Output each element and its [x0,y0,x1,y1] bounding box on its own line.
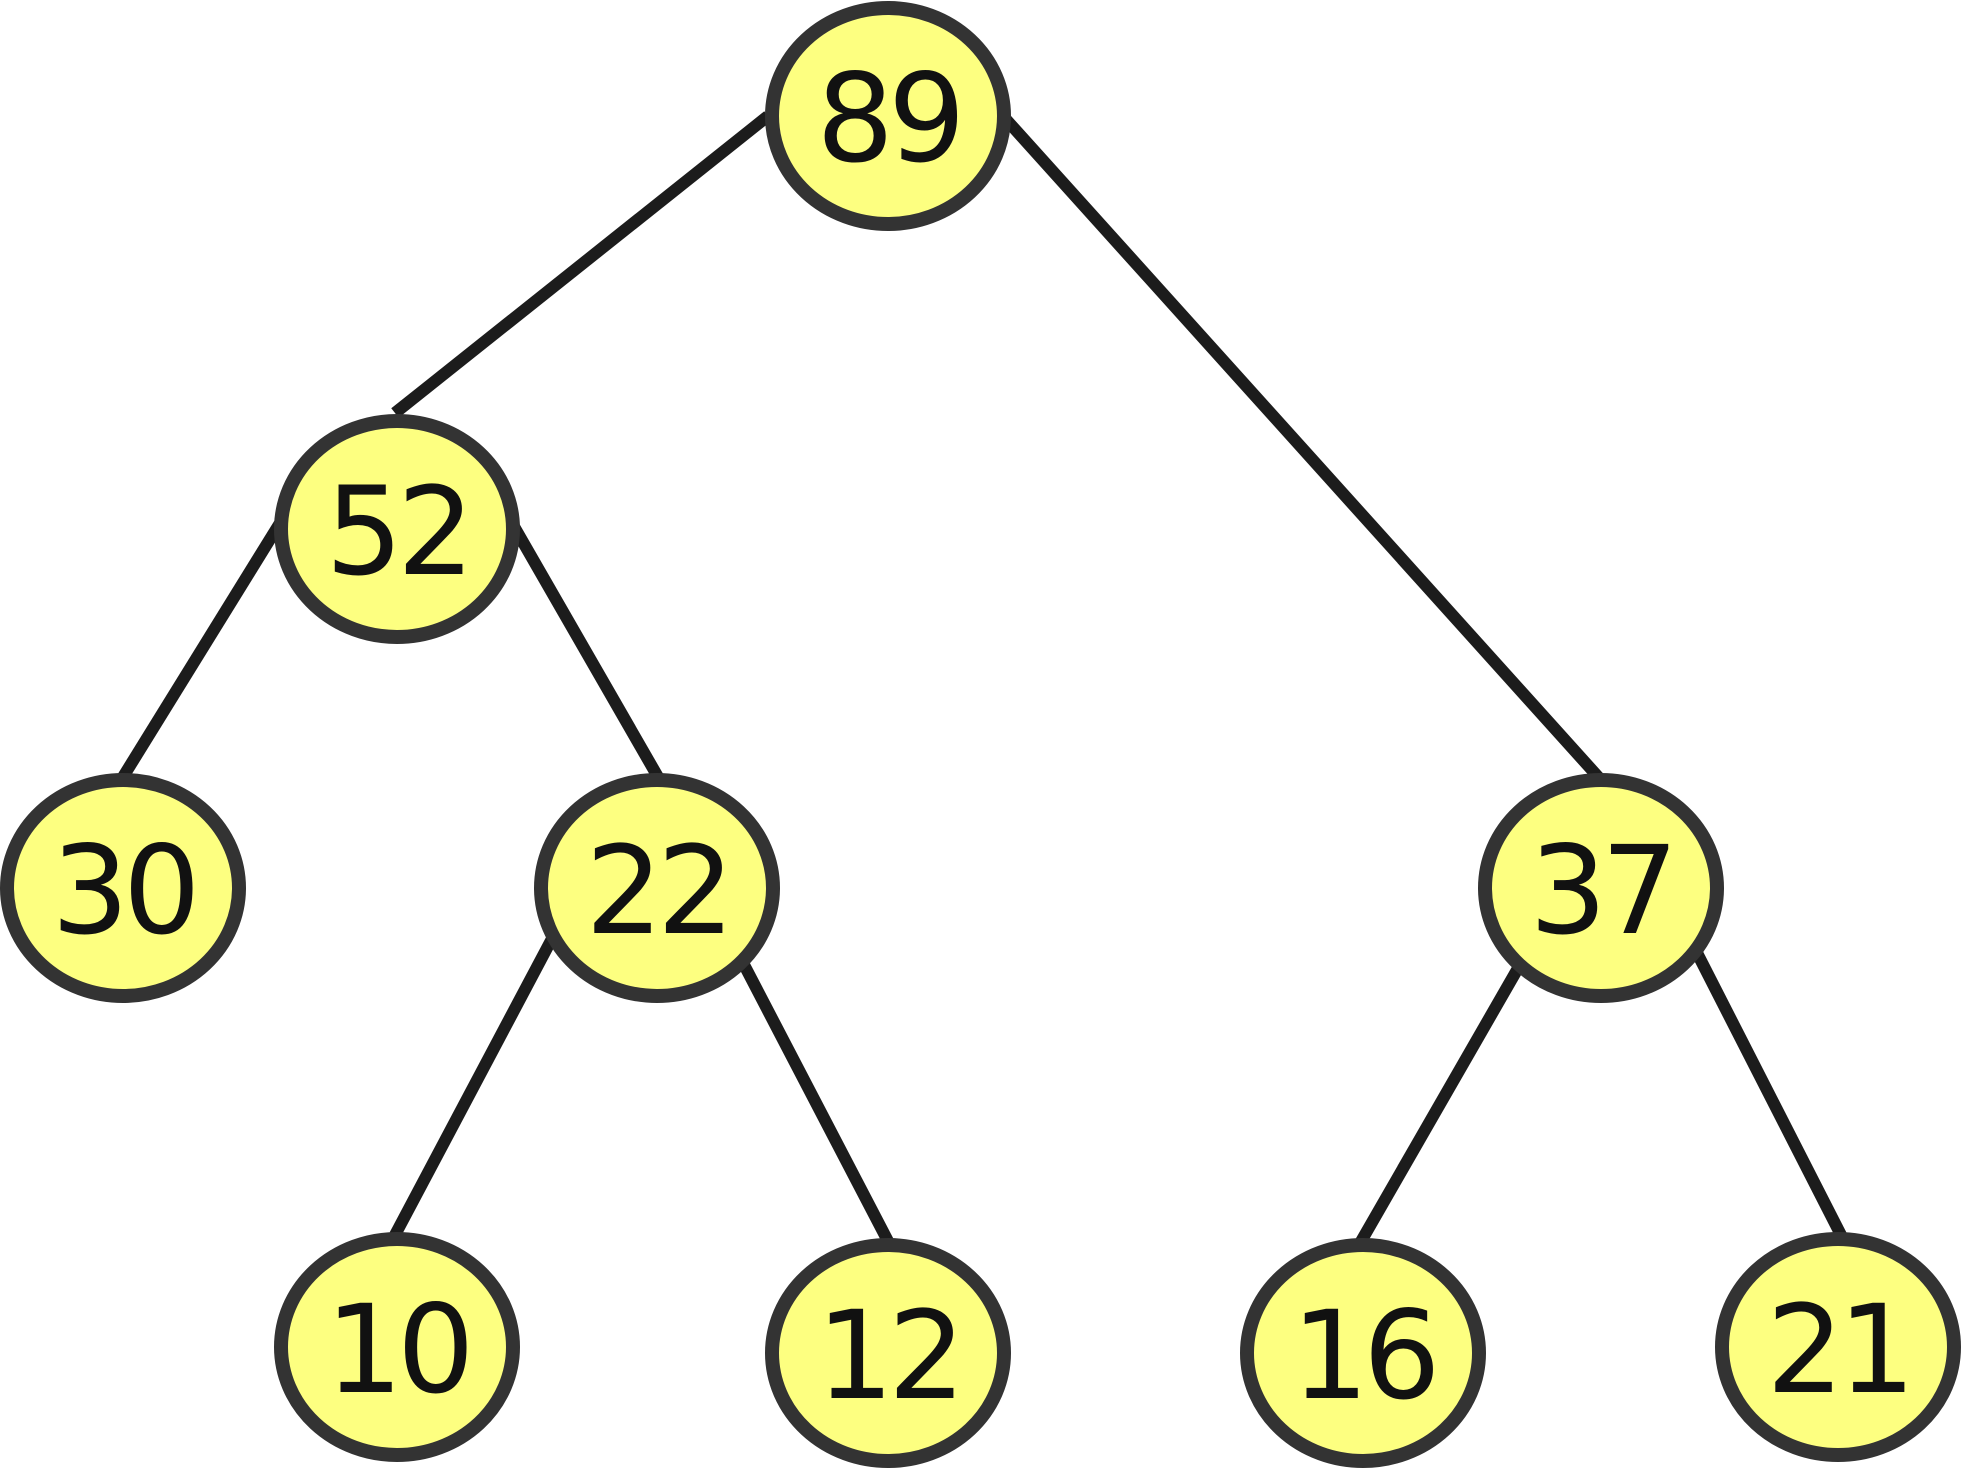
edge-37-16 [1353,960,1527,1248]
tree-node: 52 [274,414,520,644]
node-label: 22 [585,820,728,962]
edge-52-30 [117,519,286,781]
node-label: 21 [1766,1279,1909,1421]
tree-node: 89 [765,1,1011,231]
node-label: 30 [51,820,194,962]
tree-node: 10 [274,1232,520,1462]
node-circle [1240,1238,1486,1468]
node-label: 89 [816,48,959,190]
tree-node: 21 [1715,1232,1961,1462]
edge-52-22 [506,520,664,780]
tree-node: 37 [1478,773,1724,1003]
tree-node: 22 [534,773,780,1003]
edge-22-12 [734,954,896,1248]
tree-node: 12 [765,1238,1011,1468]
node-label: 37 [1529,820,1672,962]
edge-37-21 [1688,944,1848,1240]
node-label: 10 [325,1279,468,1421]
tree-node: 16 [1240,1238,1486,1468]
tree-edges [117,111,1848,1248]
node-circle [1715,1232,1961,1462]
node-circle [274,414,520,644]
node-circle [1478,773,1724,1003]
edge-89-37 [998,111,1606,785]
node-label: 16 [1291,1285,1434,1427]
tree-node: 30 [0,773,246,1003]
node-circle [274,1232,520,1462]
node-label: 52 [325,461,468,603]
node-circle [765,1238,1011,1468]
edge-22-10 [389,930,561,1238]
node-circle [0,773,246,1003]
node-circle [534,773,780,1003]
node-label: 12 [816,1285,959,1427]
edge-89-52 [391,111,772,418]
node-circle [765,1,1011,231]
